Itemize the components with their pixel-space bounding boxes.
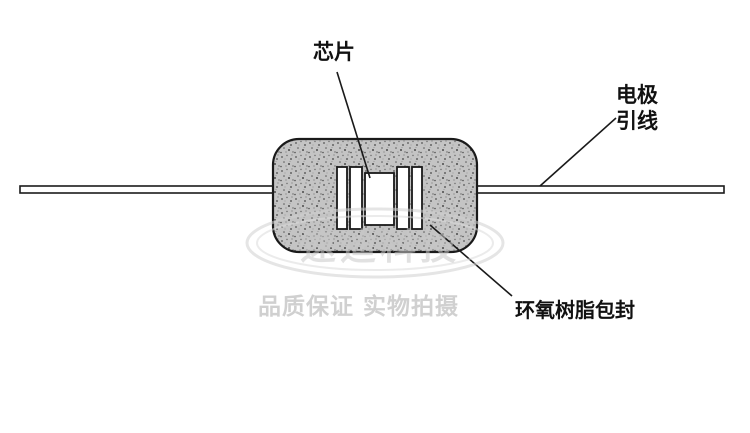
chip-label: 芯片 [313,40,355,64]
watermark-logo [245,207,505,279]
electrode-plate-right [411,166,423,230]
electrode-lead-label: 电极 引线 [616,82,676,135]
watermark-tagline: 品质保证 实物拍摄 [258,294,460,320]
electrode-lead-label-line2: 引线 [616,109,658,134]
lead-left [19,185,277,194]
leader-lead [539,117,617,187]
leader-epoxy [429,224,513,297]
electrode-plate-left [336,166,348,230]
electrode-plate-right-inner [396,166,410,230]
watermark-brand: 速迪科技 [300,227,461,268]
leader-chip [336,71,371,179]
electrode-plate-left-inner [349,166,363,230]
lead-right [473,185,725,194]
epoxy-label: 环氧树脂包封 [515,298,635,322]
electrode-lead-label-line1: 电极 [616,83,658,107]
